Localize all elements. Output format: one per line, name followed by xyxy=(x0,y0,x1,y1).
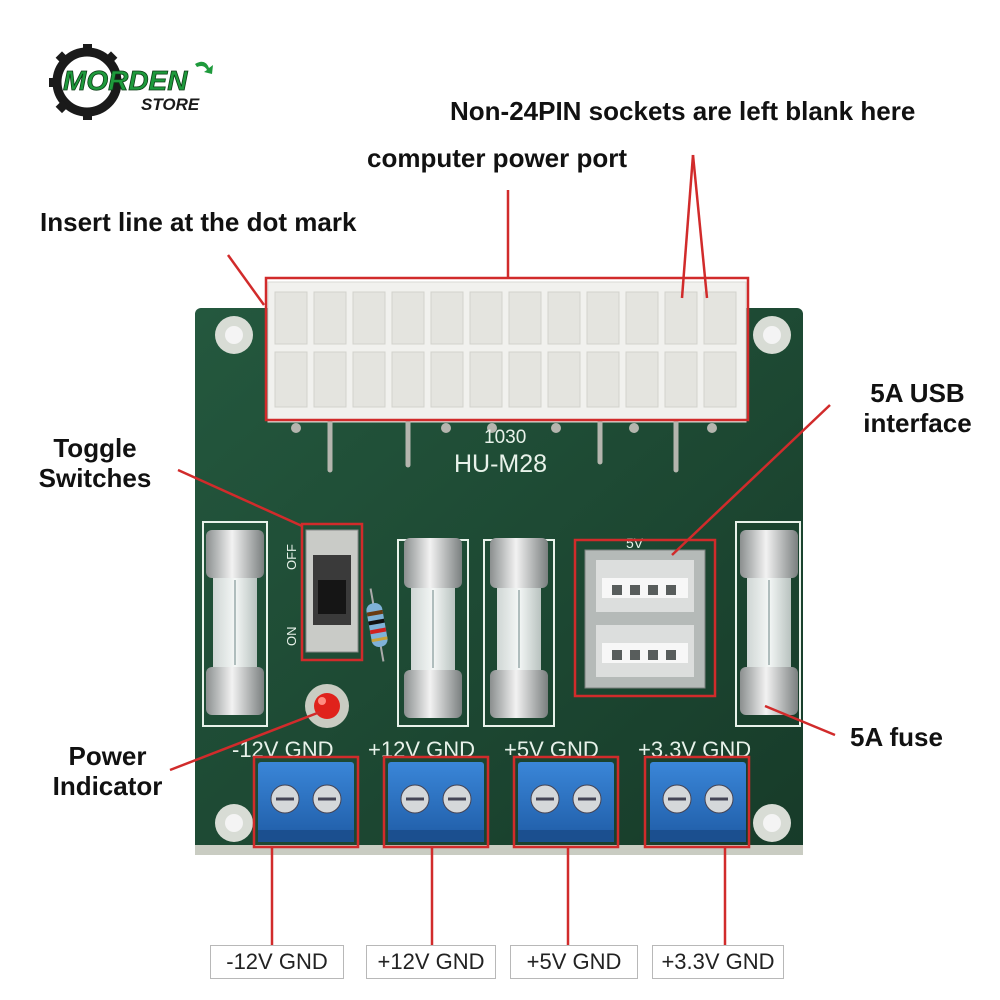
terminal-label-plus12v: +12V GND xyxy=(366,945,496,979)
callout-box-switch xyxy=(300,522,364,662)
callout-box-usb xyxy=(573,538,717,698)
callout-power-port: computer power port xyxy=(367,143,628,173)
board-model-number: 1030 xyxy=(484,427,526,448)
arrow-icon xyxy=(195,61,213,74)
morden-store-logo: MORDEN STORE xyxy=(49,44,213,120)
fuse xyxy=(740,530,798,715)
callout-indicator-line1: Power xyxy=(68,741,147,771)
callout-usb-line1: 5A USB xyxy=(870,378,965,408)
callout-power-indicator: Power Indicator xyxy=(40,743,175,799)
switch-on-label: ON xyxy=(284,627,299,647)
terminal-label-plus5v: +5V GND xyxy=(510,945,638,979)
callout-markers xyxy=(169,154,836,945)
callout-toggle-line2: Switches xyxy=(38,463,152,493)
terminal-label-plus3v3: +3.3V GND xyxy=(652,945,784,979)
usb-voltage-label: 5V xyxy=(626,535,644,551)
terminal-block xyxy=(518,762,614,842)
callout-usb-line2: interface xyxy=(863,408,972,438)
toggle-switch xyxy=(305,529,359,653)
terminal-block xyxy=(258,762,354,842)
board-model-name: HU-M28 xyxy=(454,450,547,478)
mounting-hole xyxy=(215,316,791,842)
power-led xyxy=(305,684,349,728)
fuse xyxy=(404,538,462,718)
fuse xyxy=(206,530,264,715)
callout-non-24pin: Non-24PIN sockets are left blank here xyxy=(450,96,916,126)
callout-usb-interface: 5A USB interface xyxy=(850,380,985,436)
terminal-block xyxy=(388,762,484,842)
callout-toggle-switches: Toggle Switches xyxy=(30,435,160,491)
fuse xyxy=(490,538,548,718)
callout-fuse: 5A fuse xyxy=(850,722,943,752)
terminal-block xyxy=(650,762,746,842)
usb-port xyxy=(584,549,706,689)
callout-dot-mark: Insert line at the dot mark xyxy=(40,207,357,237)
logo-brand-primary: MORDEN xyxy=(63,65,188,96)
terminal-label-minus12v: -12V GND xyxy=(210,945,344,979)
switch-off-label: OFF xyxy=(284,544,299,570)
atx-24pin-connector xyxy=(267,281,747,473)
callout-indicator-line2: Indicator xyxy=(52,771,163,801)
callout-toggle-line1: Toggle xyxy=(53,433,137,463)
logo-brand-secondary: STORE xyxy=(141,95,200,114)
resistor xyxy=(366,588,388,662)
